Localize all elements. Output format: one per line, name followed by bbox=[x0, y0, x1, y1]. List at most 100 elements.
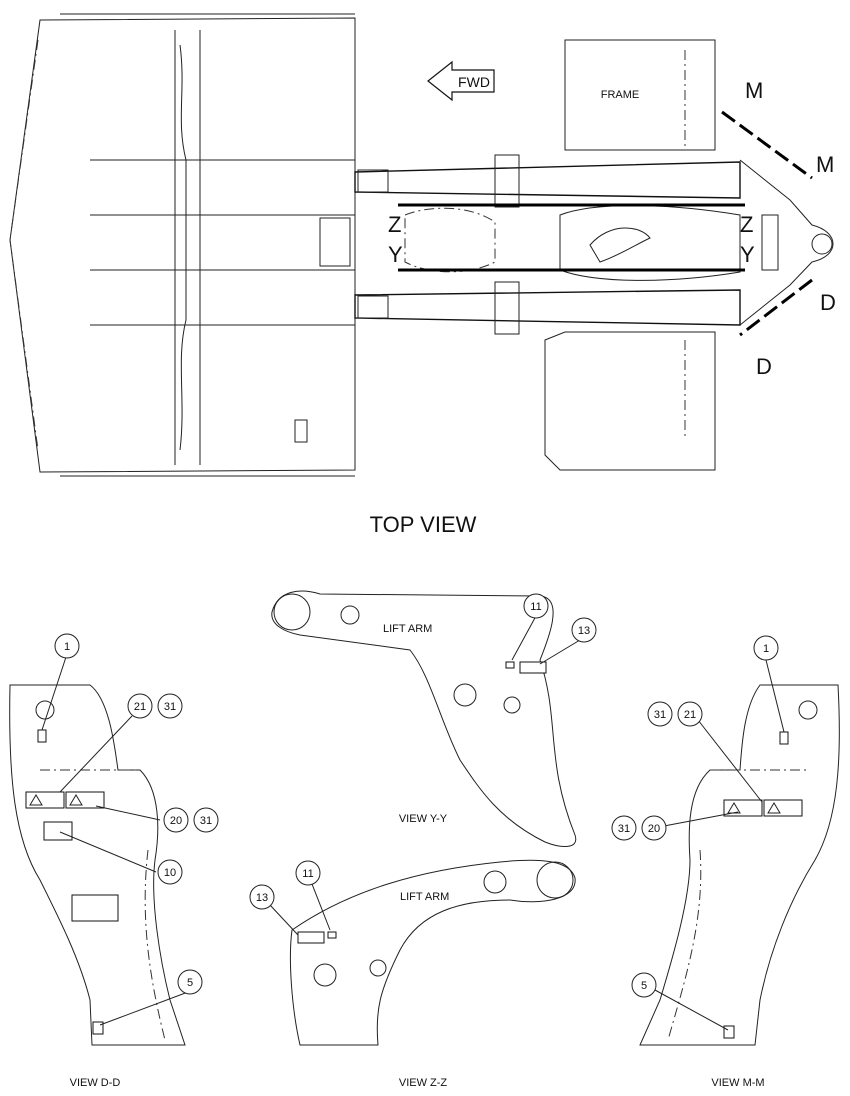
upper-arm-pin bbox=[357, 169, 389, 193]
view-yy-title: VIEW Y-Y bbox=[399, 813, 448, 825]
svg-text:21: 21 bbox=[684, 709, 696, 721]
bucket-serration bbox=[179, 44, 187, 451]
svg-text:31: 31 bbox=[200, 815, 212, 827]
leaders-mm bbox=[654, 659, 785, 1031]
svg-text:21: 21 bbox=[134, 701, 146, 713]
lift-arm-yy-hole-small bbox=[340, 605, 360, 625]
fwd-label: FWD bbox=[458, 74, 490, 90]
callout-20-dd: 20 bbox=[163, 807, 189, 833]
decal-1-dd bbox=[37, 729, 47, 743]
callout-11-zz: 11 bbox=[295, 860, 321, 886]
svg-text:5: 5 bbox=[641, 980, 647, 992]
svg-text:5: 5 bbox=[187, 977, 193, 989]
warning-triangle-icon bbox=[29, 794, 43, 806]
callout-20-mm: 20 bbox=[641, 815, 667, 841]
section-cut-m bbox=[721, 110, 813, 180]
marker-m-lower: M bbox=[816, 152, 834, 177]
view-dd: 1 21 31 20 31 10 5 VIEW D-D bbox=[9, 633, 219, 1089]
decal-11-yy bbox=[505, 661, 515, 669]
decal-21-mm bbox=[723, 799, 763, 817]
view-yy: LIFT ARM 11 13 VIEW Y-Y bbox=[271, 590, 597, 847]
frame-mm-hole bbox=[798, 700, 818, 720]
upper-cylinder bbox=[494, 154, 520, 208]
decal-11-zz bbox=[327, 931, 337, 939]
bucket-hitch bbox=[319, 217, 351, 267]
callout-1-mm: 1 bbox=[753, 635, 779, 661]
lower-cylinder bbox=[494, 281, 520, 335]
lower-lift-arm bbox=[354, 289, 741, 326]
frame-dd-hole bbox=[35, 700, 55, 720]
svg-text:20: 20 bbox=[170, 815, 182, 827]
fwd-arrow-icon bbox=[427, 60, 495, 102]
lift-arm-label-yy: LIFT ARM bbox=[383, 623, 432, 635]
svg-text:13: 13 bbox=[578, 625, 590, 637]
callout-21-mm: 21 bbox=[677, 701, 703, 727]
tilt-linkage bbox=[404, 207, 496, 273]
upper-lift-arm bbox=[354, 161, 741, 199]
lift-arm-zz-bore bbox=[536, 861, 574, 899]
svg-text:1: 1 bbox=[763, 643, 769, 655]
view-dd-title: VIEW D-D bbox=[70, 1077, 121, 1089]
decal-13-yy bbox=[519, 661, 547, 674]
decal-20-mm bbox=[763, 799, 803, 817]
decal-20-dd bbox=[65, 791, 105, 809]
decal-10-dd bbox=[43, 821, 73, 841]
svg-text:1: 1 bbox=[64, 641, 70, 653]
callout-5-mm: 5 bbox=[631, 972, 657, 998]
frame-label: FRAME bbox=[601, 89, 640, 101]
lift-arm-label-zz: LIFT ARM bbox=[400, 891, 449, 903]
callout-1-dd: 1 bbox=[54, 633, 80, 659]
decal-5-mm bbox=[723, 1025, 735, 1039]
lower-arm-pin bbox=[357, 295, 389, 319]
lift-arm-yy-hole-2 bbox=[503, 696, 521, 714]
leaders-dd bbox=[41, 656, 189, 1026]
svg-text:20: 20 bbox=[648, 823, 660, 835]
marker-d-lower: D bbox=[756, 354, 772, 379]
decal-instructions-dd bbox=[71, 894, 119, 922]
lift-arm-zz-hole-2 bbox=[369, 959, 387, 977]
bucket-outline bbox=[9, 17, 356, 473]
front-pivot-pin bbox=[811, 233, 833, 255]
marker-y-right: Y bbox=[740, 242, 755, 267]
frame-dd-outline bbox=[9, 684, 186, 1046]
svg-text:31: 31 bbox=[654, 709, 666, 721]
svg-text:31: 31 bbox=[618, 823, 630, 835]
marker-z-right: Z bbox=[740, 212, 753, 237]
top-view: FWD FRAME M M D D Z Y Z Y TOP VIEW bbox=[9, 13, 836, 537]
callout-10-dd: 10 bbox=[157, 859, 183, 885]
callout-31-mm-upper: 31 bbox=[647, 701, 673, 727]
top-view-title: TOP VIEW bbox=[370, 512, 477, 537]
view-mm-title: VIEW M-M bbox=[711, 1077, 764, 1089]
frame-mm-hidden bbox=[667, 769, 810, 1041]
warning-triangle-icon bbox=[767, 802, 781, 814]
callout-31-mm-lower: 31 bbox=[611, 815, 637, 841]
warning-triangle-icon bbox=[69, 794, 83, 806]
decal-21-dd bbox=[25, 791, 65, 809]
frame-dd-hidden bbox=[40, 769, 166, 1041]
frame-mm-outline bbox=[639, 684, 840, 1046]
marker-d-upper: D bbox=[820, 290, 836, 315]
lift-arm-zz-hole-small bbox=[483, 870, 507, 894]
section-cut-d bbox=[739, 278, 813, 337]
callout-21-dd: 21 bbox=[127, 693, 153, 719]
svg-text:11: 11 bbox=[302, 868, 313, 880]
decal-13-zz bbox=[297, 931, 325, 944]
view-zz-title: VIEW Z-Z bbox=[399, 1077, 448, 1089]
callout-13-zz: 13 bbox=[249, 884, 275, 910]
svg-text:11: 11 bbox=[530, 601, 541, 613]
view-zz: LIFT ARM 11 13 VIEW Z-Z bbox=[249, 859, 576, 1089]
bucket-cross-members bbox=[90, 159, 355, 326]
bucket-edge-line bbox=[9, 39, 39, 451]
front-pivot bbox=[739, 159, 834, 326]
svg-text:13: 13 bbox=[256, 892, 268, 904]
callout-31-dd-lower: 31 bbox=[193, 807, 219, 833]
bucket-small-plate bbox=[294, 419, 308, 443]
callout-13-yy: 13 bbox=[571, 617, 597, 643]
callout-5-dd: 5 bbox=[177, 969, 203, 995]
lift-arm-zz-hole-1 bbox=[313, 963, 337, 987]
marker-y-left: Y bbox=[388, 242, 403, 267]
lift-arm-yy-hole-1 bbox=[453, 683, 477, 707]
svg-text:10: 10 bbox=[164, 867, 176, 879]
lift-arm-zz bbox=[289, 859, 576, 1046]
